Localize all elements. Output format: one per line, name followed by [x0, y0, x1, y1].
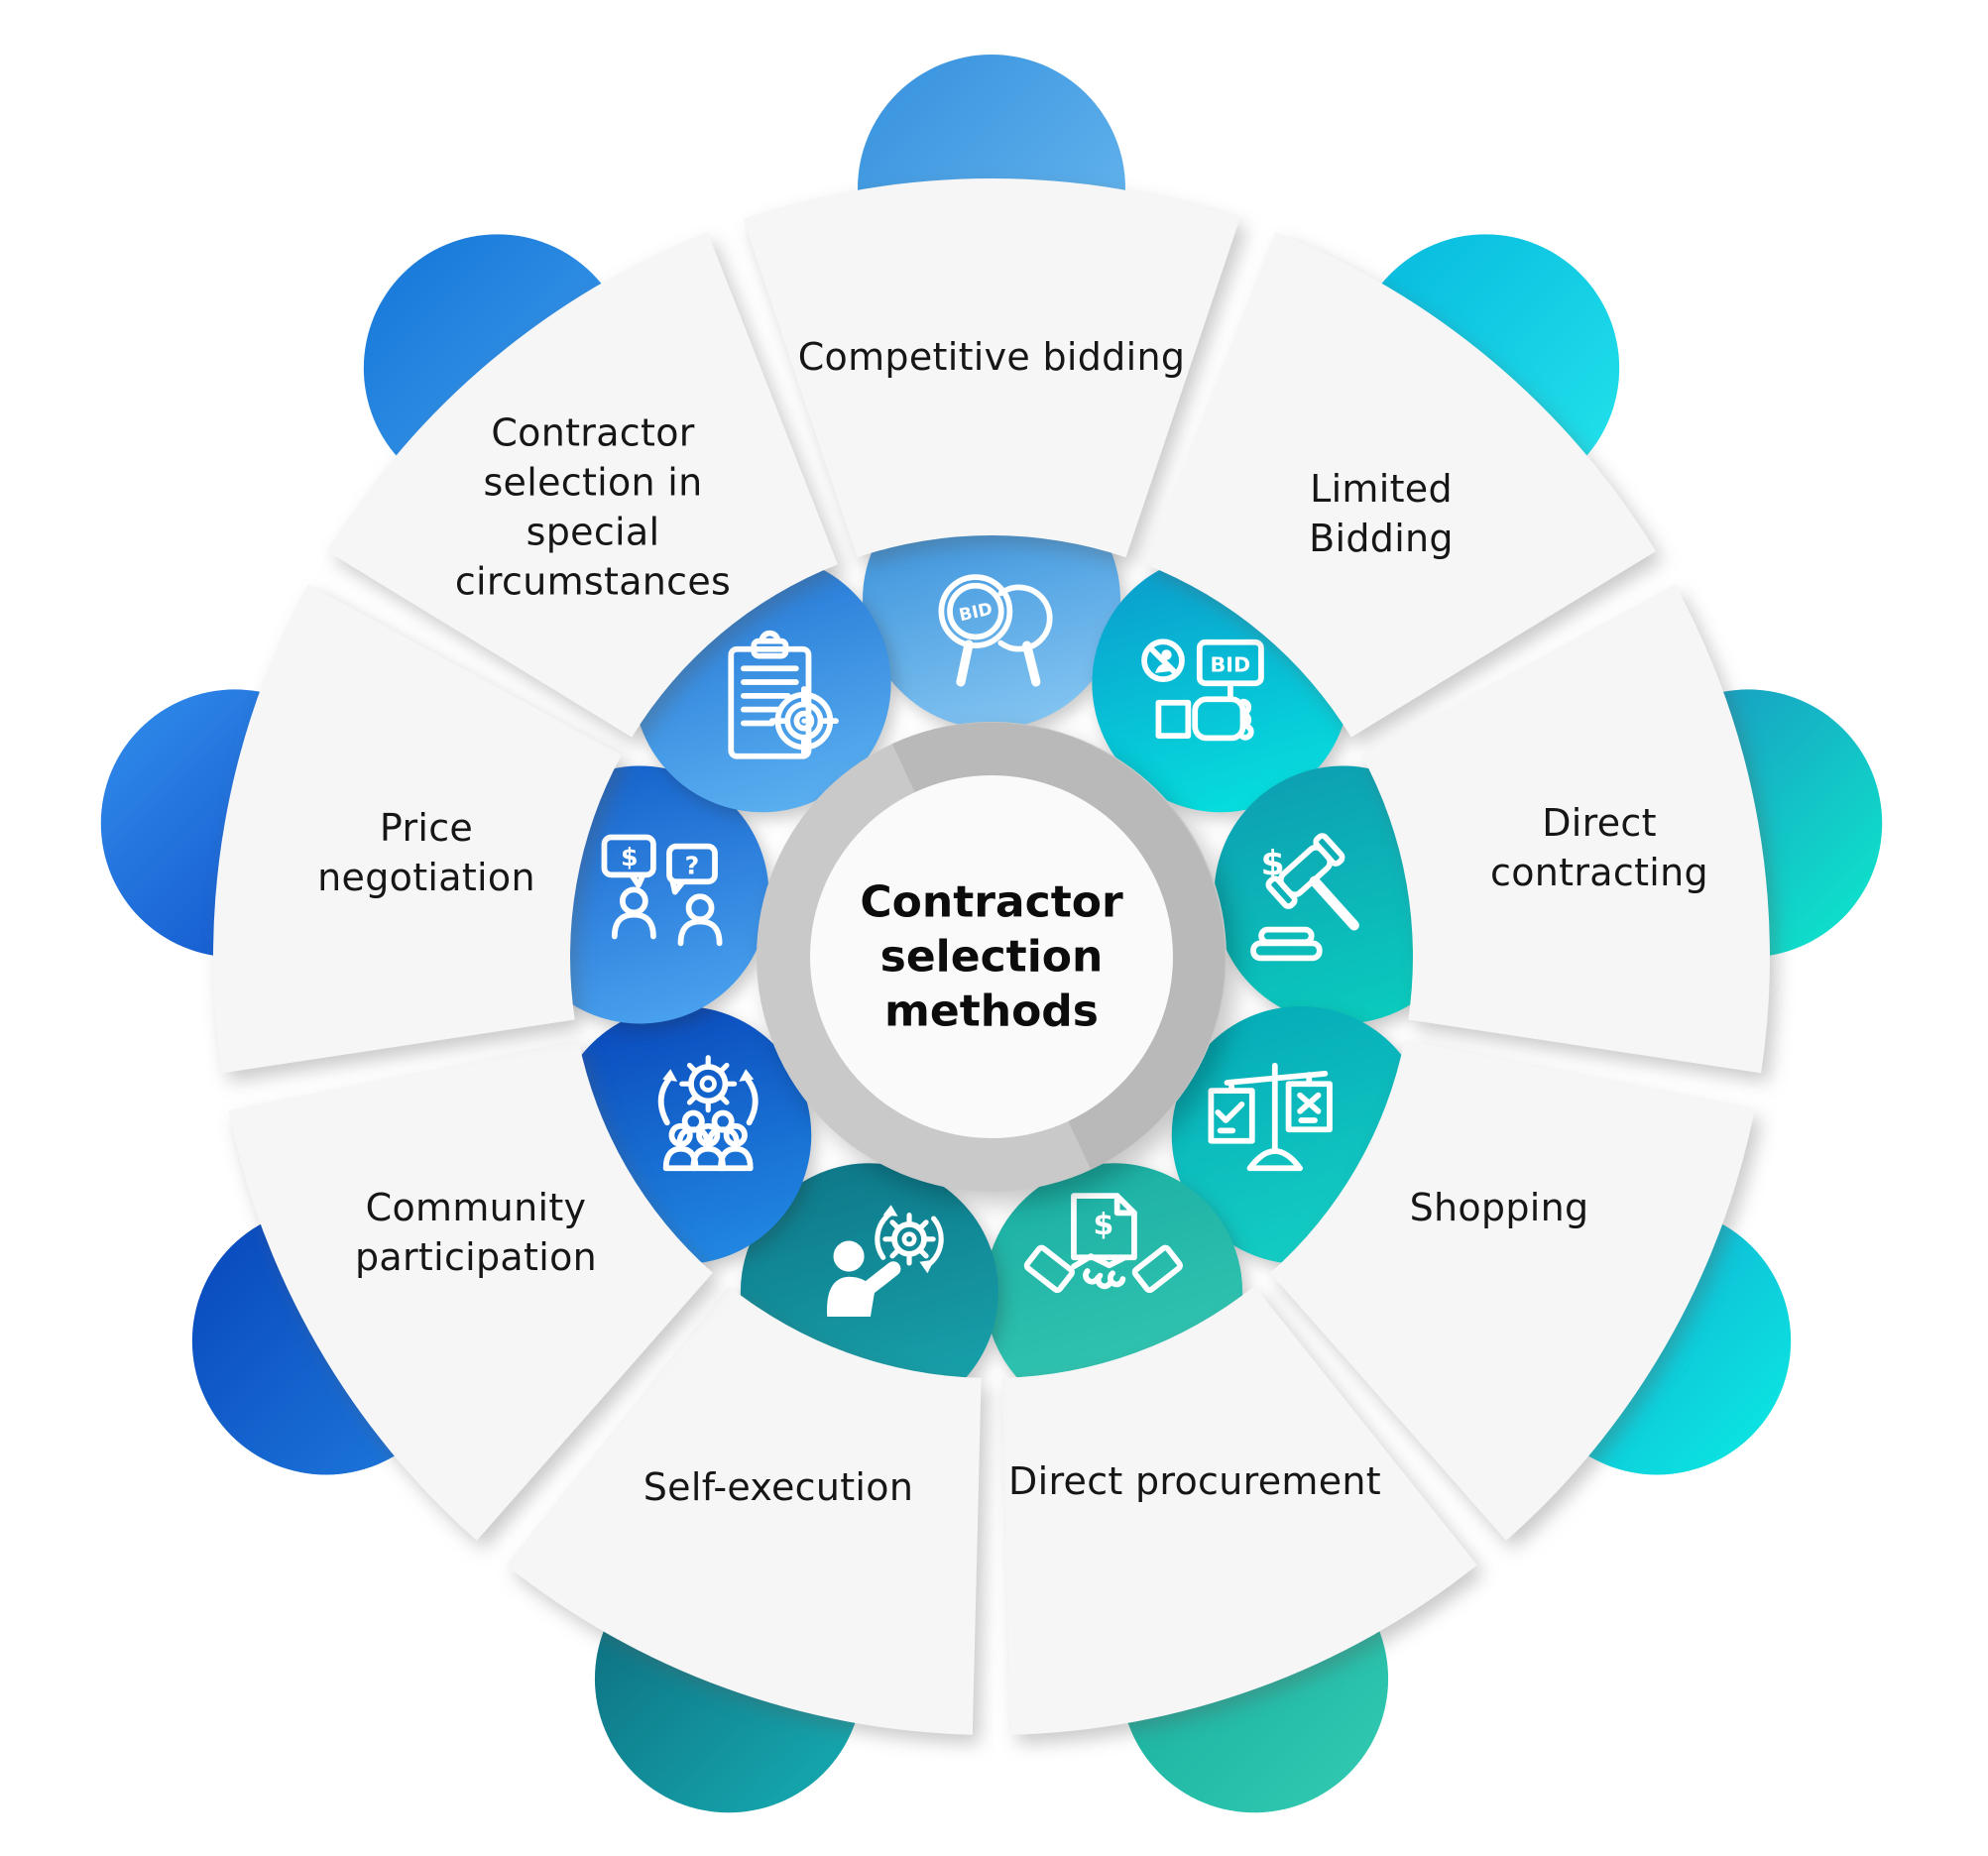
clipboard-target-icon [728, 630, 839, 759]
segment-wedge [326, 232, 838, 738]
segment-wedge [1361, 584, 1770, 1074]
label-direct-procurement: Direct procurement [1008, 1458, 1381, 1503]
handshake-dollar-icon: $ [1023, 1193, 1183, 1294]
segment-wedge [1270, 1040, 1755, 1541]
label-self-execution: Self-execution [643, 1464, 914, 1509]
segment-wedge [506, 1286, 982, 1735]
label-price-negotiation: Price negotiation [317, 805, 535, 899]
center-hub [757, 722, 1227, 1192]
bid-paddles-icon: BID [938, 574, 1053, 687]
segment-wedge [743, 177, 1240, 558]
label-community-participation: Community participation [354, 1185, 598, 1279]
label-competitive-bidding: Competitive bidding [797, 334, 1186, 379]
segment-wedge [1145, 232, 1657, 738]
label-limited-bidding: Limited Bidding [1309, 466, 1454, 560]
label-direct-contracting: Direct contracting [1490, 800, 1708, 894]
segment-wedge [1001, 1286, 1477, 1735]
community-gear-icon [657, 1055, 759, 1172]
gavel-dollar-icon: $ [1250, 833, 1359, 962]
label-special-circumstances: Contractor selection in special circumst… [454, 410, 732, 605]
svg-text:$: $ [1093, 1208, 1113, 1242]
person-gear-icon [827, 1205, 944, 1317]
scale-check-x-icon [1208, 1062, 1333, 1172]
no-bid-hand-icon: BID [1141, 638, 1264, 742]
svg-text:$: $ [621, 843, 639, 871]
center-title: Contractor selection methods [860, 876, 1123, 1037]
segment-wedge [228, 1040, 713, 1541]
wedge-ring [213, 177, 1770, 1735]
svg-text:?: ? [685, 851, 700, 879]
segment-wedge [213, 584, 622, 1074]
negotiation-chat-icon: $ ? [601, 834, 723, 947]
svg-text:BID: BID [1211, 653, 1251, 677]
label-shopping: Shopping [1409, 1185, 1589, 1229]
